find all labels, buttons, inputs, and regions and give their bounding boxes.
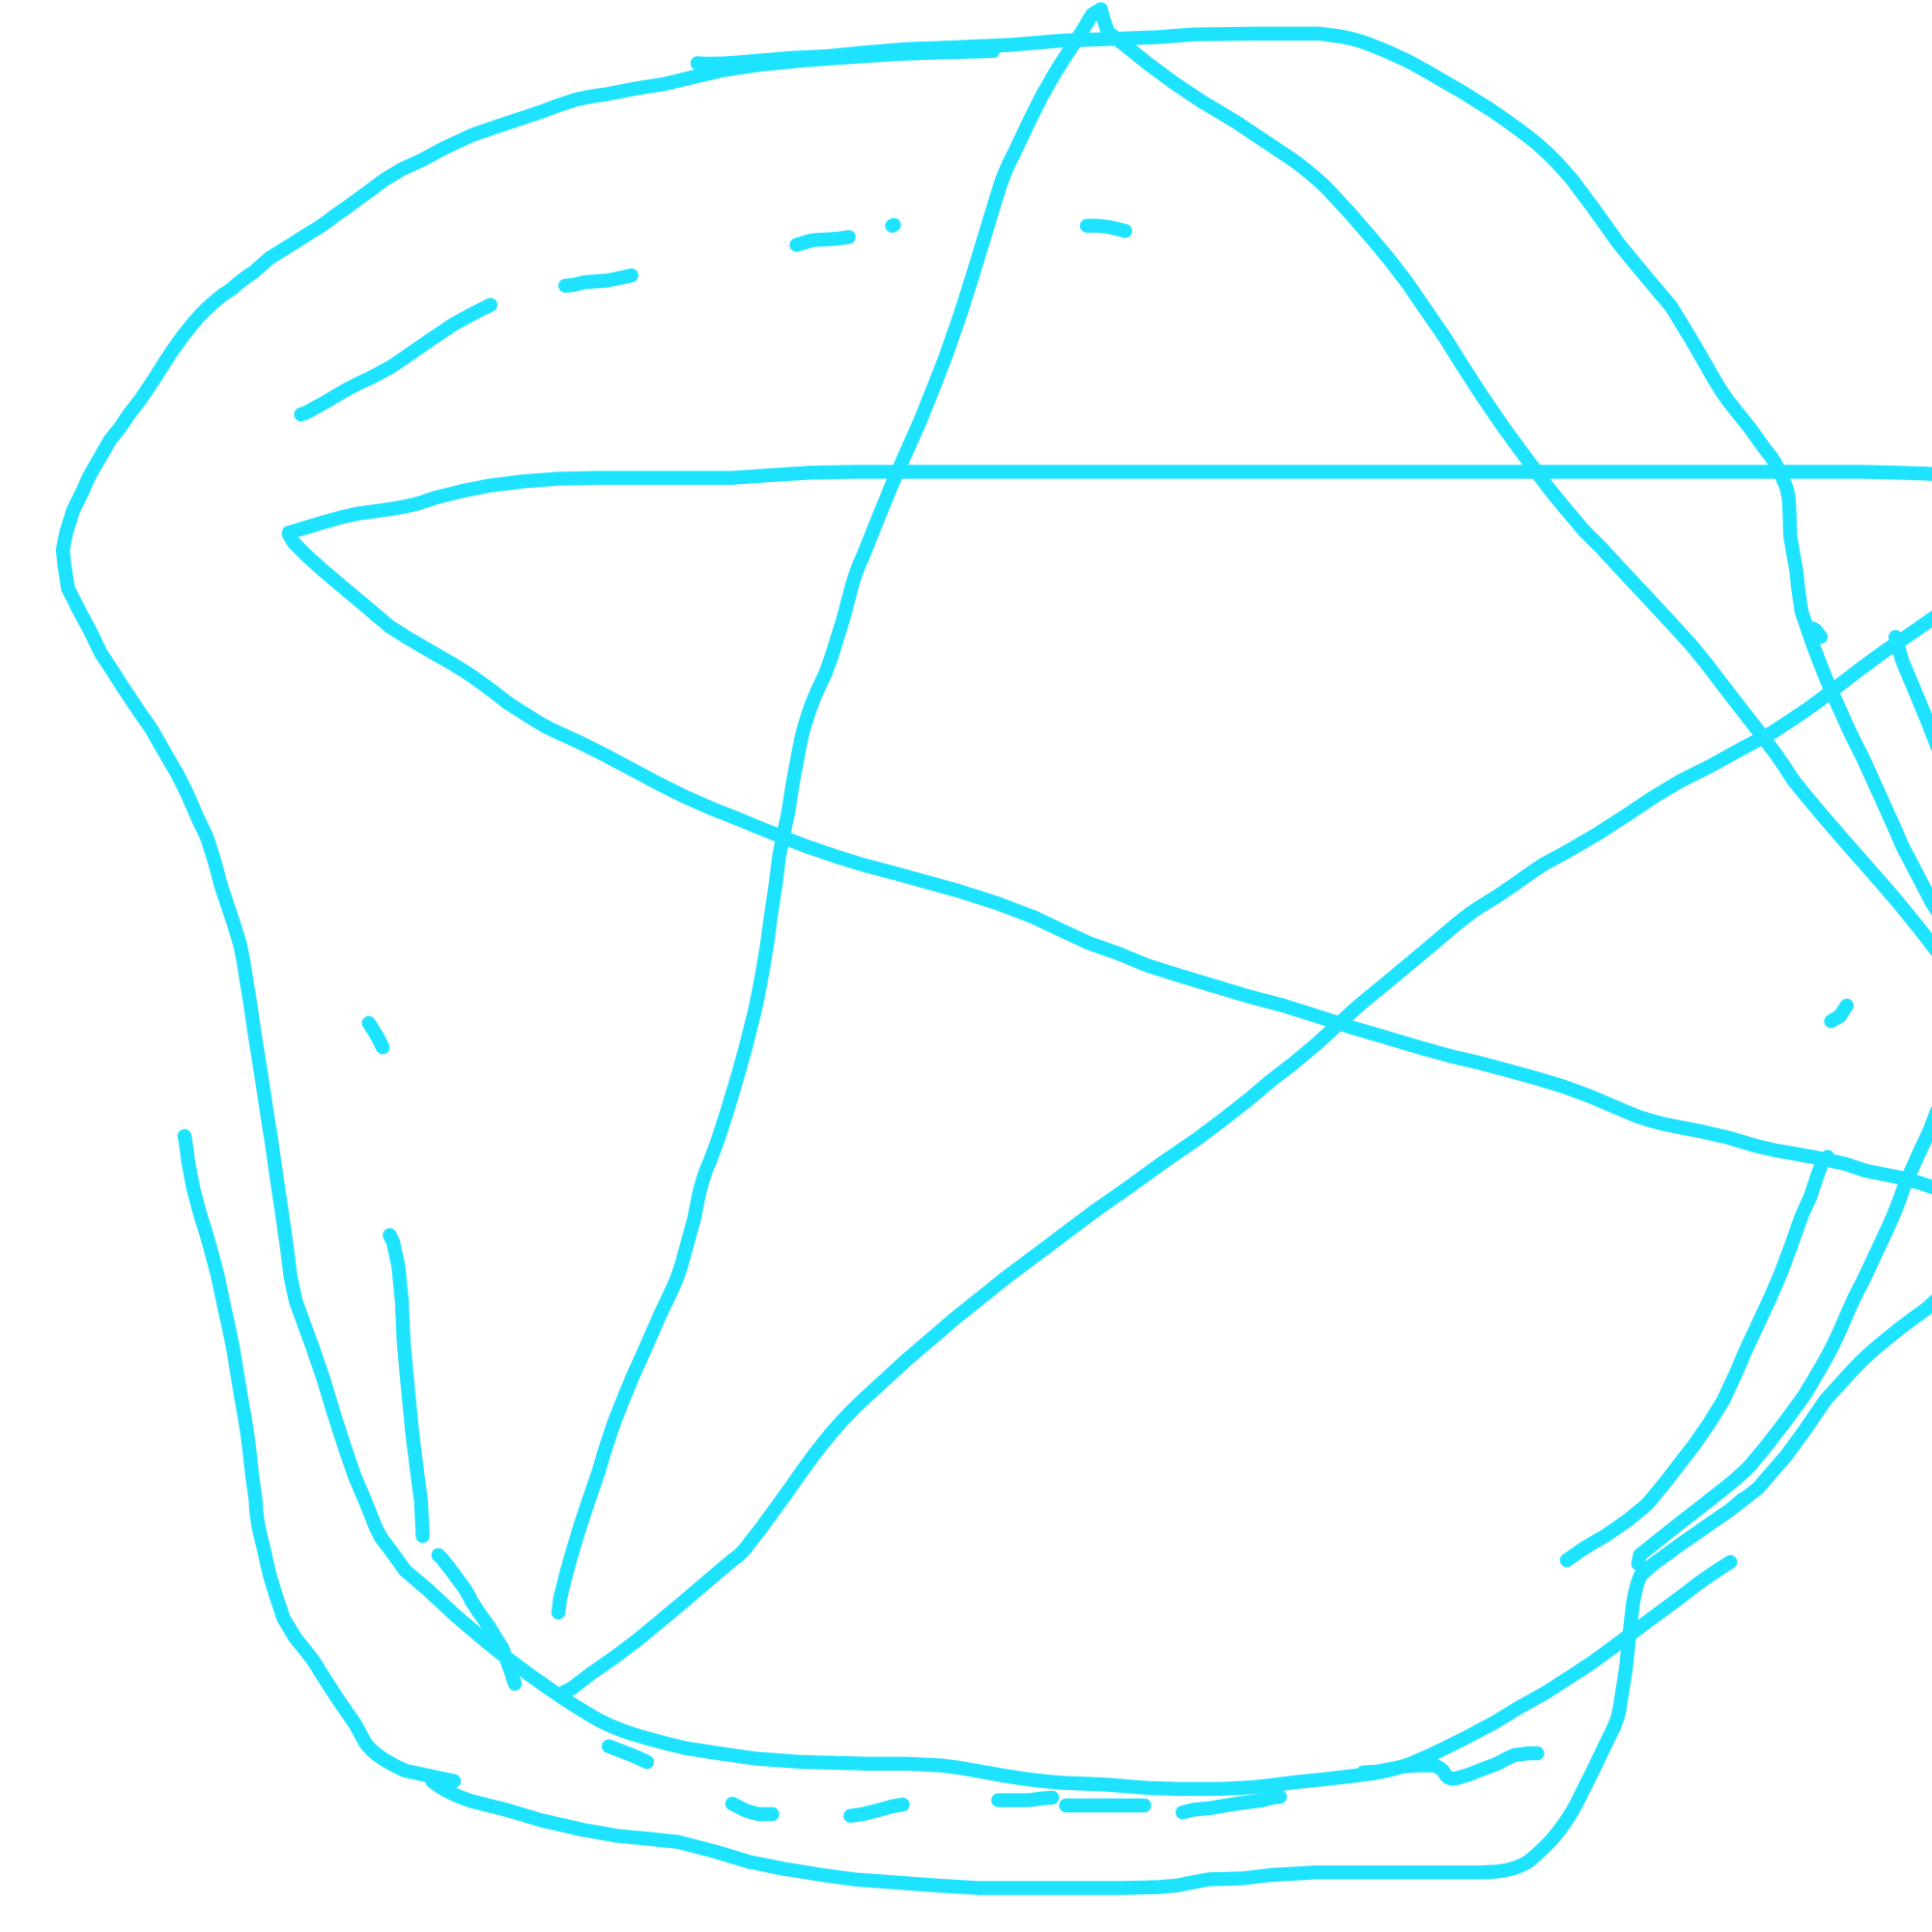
star-left-arm-stroke	[551, 2, 1108, 1620]
dash-bottom-3	[843, 1797, 910, 1824]
dash-right-1	[1804, 621, 1829, 644]
hull-topleft-stroke	[55, 43, 1738, 1797]
dash-bottom-4	[991, 1790, 1060, 1807]
dash-top-4	[885, 217, 901, 233]
sketch-strokes	[55, 2, 1932, 1895]
dash-left-1	[361, 1015, 390, 1055]
star-top-right-arm-stroke	[1094, 2, 1932, 957]
dash-right-2	[1824, 998, 1855, 1029]
dash-bottom-2	[724, 1797, 780, 1822]
star-right-down-stroke	[1889, 630, 1932, 753]
hull-stroke	[690, 26, 1932, 1572]
outer-left-top-stroke	[177, 1128, 462, 1789]
dash-top-2	[558, 268, 639, 294]
star-lower-stroke	[281, 527, 1932, 1195]
dash-top-1	[294, 298, 498, 422]
star-horizontal-stroke	[281, 465, 1932, 1700]
dash-bottom-7	[1356, 1746, 1545, 1786]
dash-bottom-6	[1176, 1789, 1288, 1820]
outer-main-stroke	[425, 1492, 1750, 1895]
dash-top-3	[789, 230, 856, 252]
star-right-lower-arm-stroke	[1559, 1150, 1835, 1568]
dash-top-5	[1080, 218, 1133, 239]
dash-bottom-1	[602, 1739, 655, 1770]
outer-lowerright-stroke	[1723, 1293, 1932, 1518]
dash-left-2	[383, 1228, 430, 1544]
dash-left-3	[431, 1548, 523, 1691]
